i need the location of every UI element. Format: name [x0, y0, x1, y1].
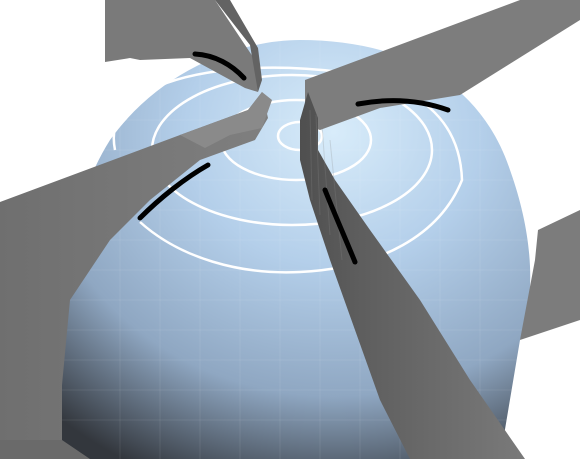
sphere-with-intersecting-walls [0, 0, 580, 459]
